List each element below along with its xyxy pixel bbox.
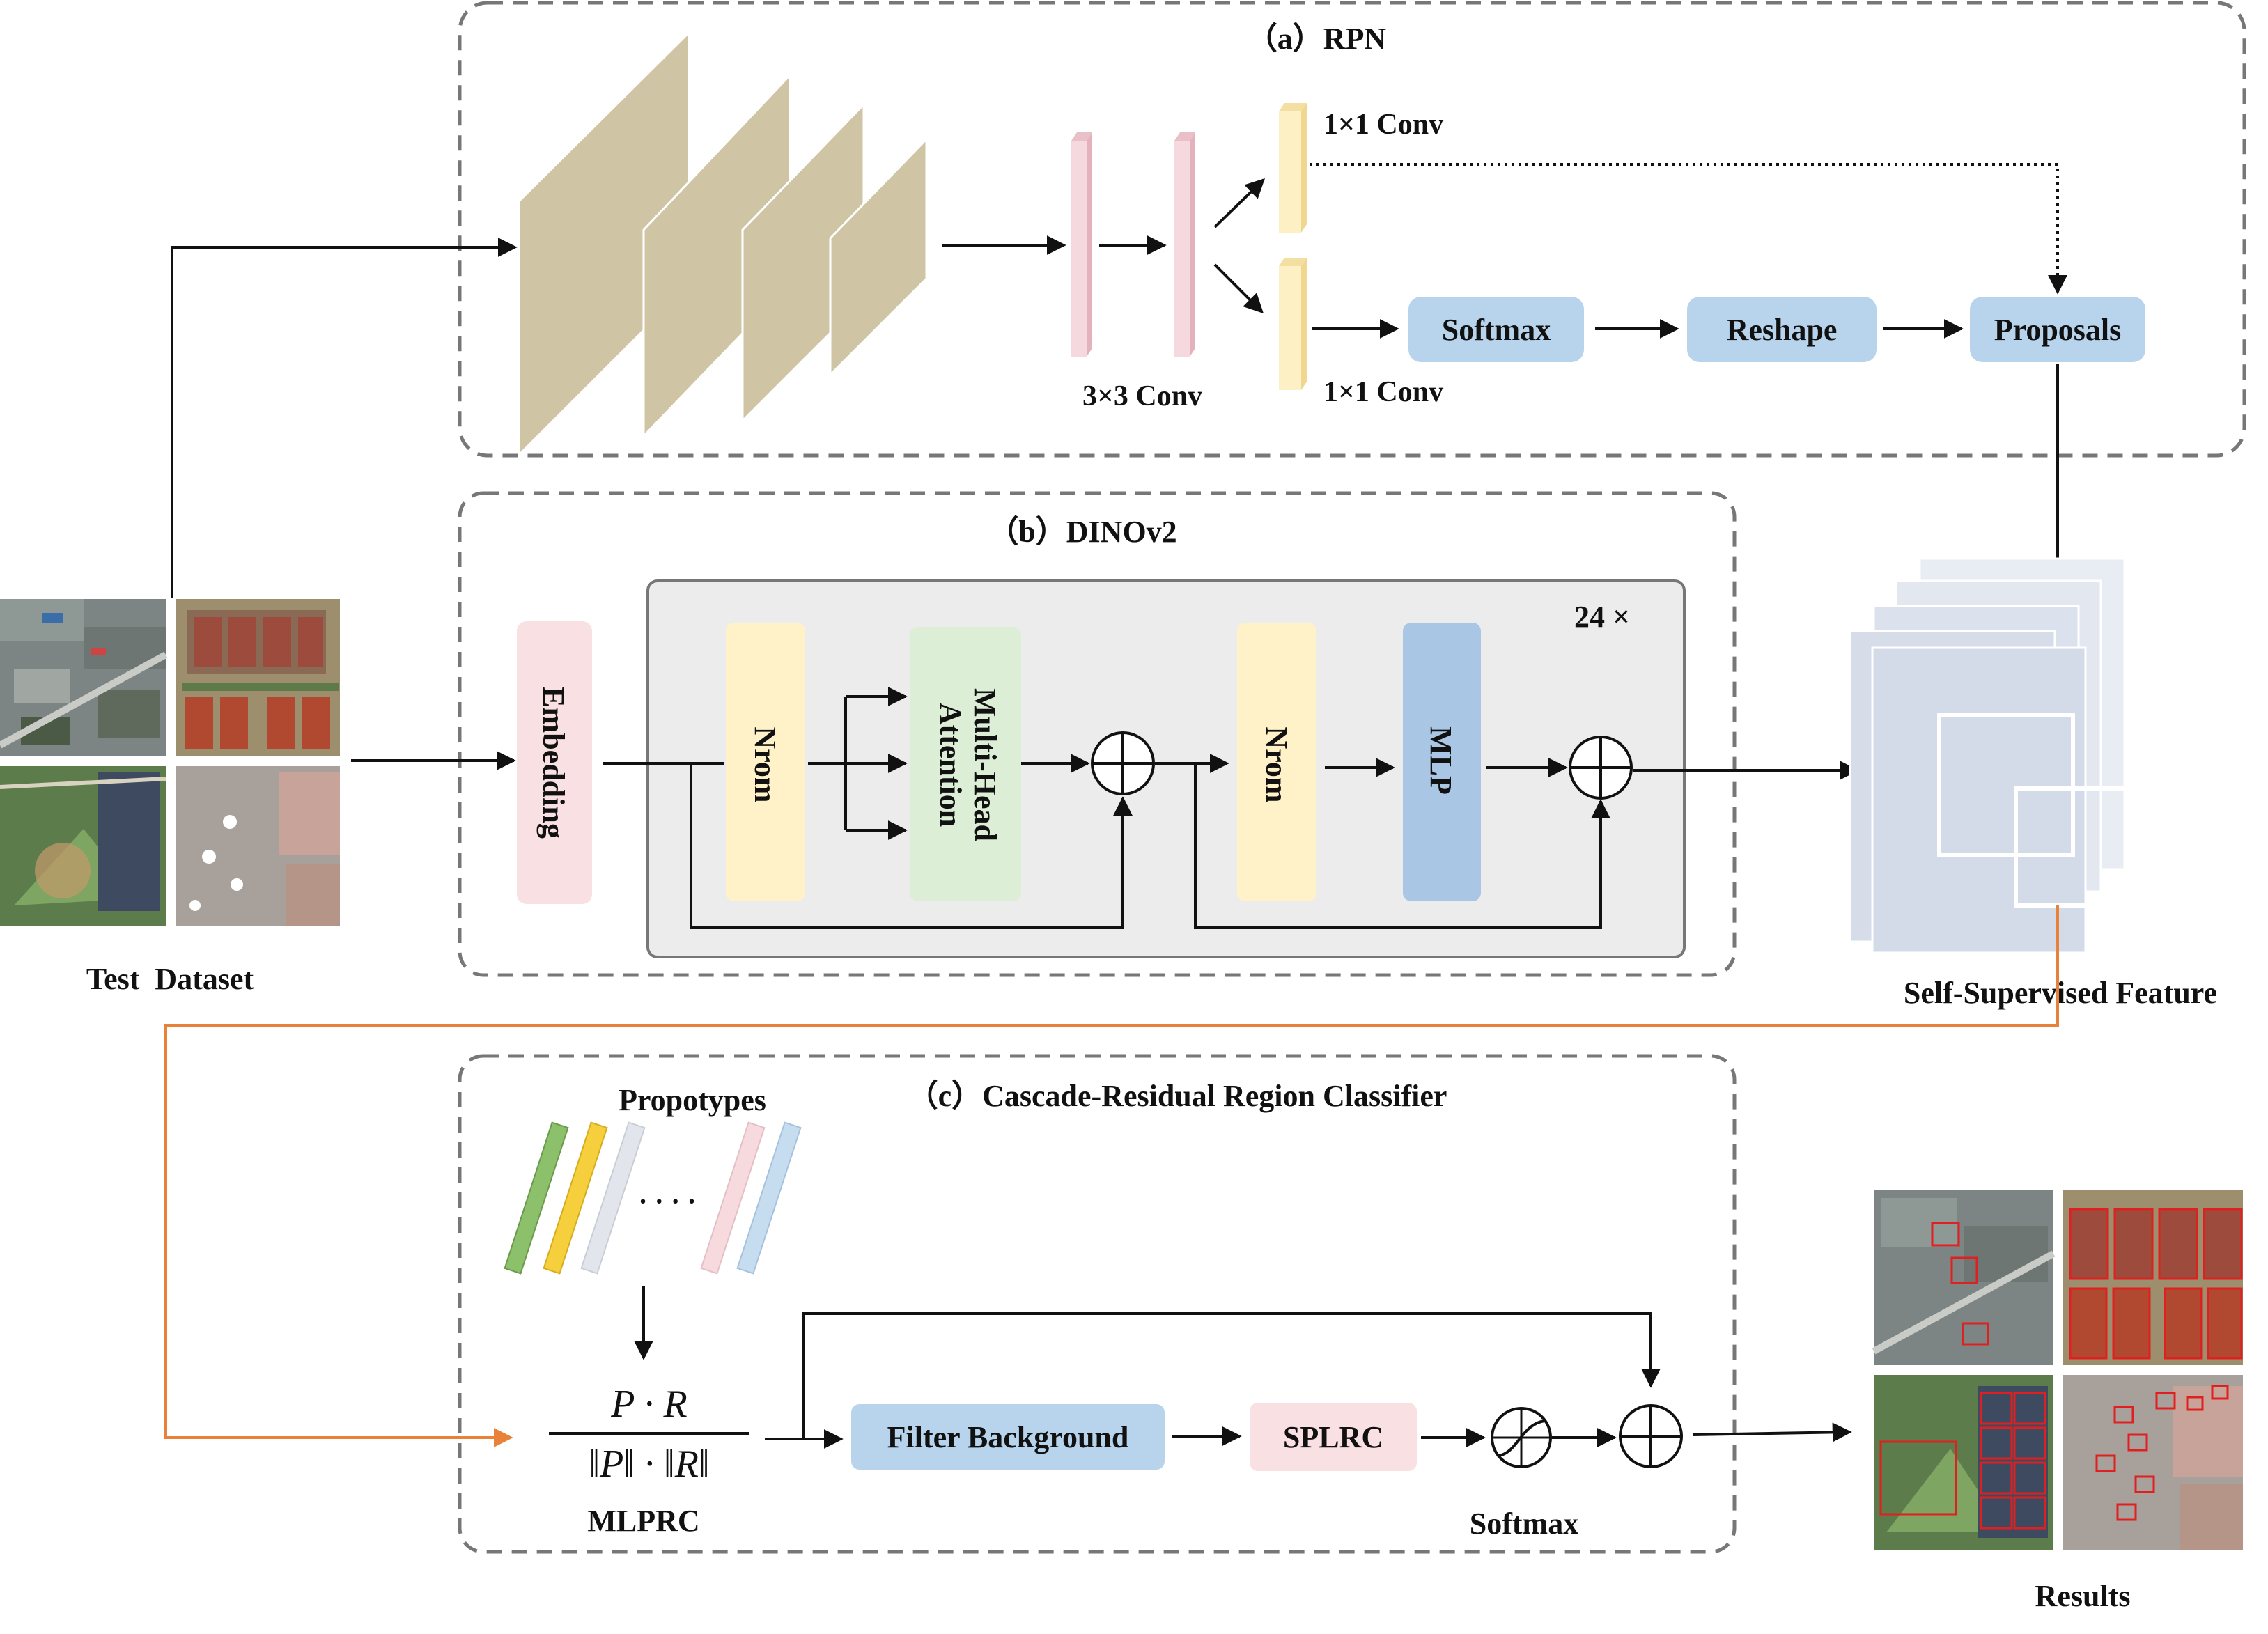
result-image-baseball xyxy=(1874,1375,2053,1550)
conv1x1-top-label: 1×1 Conv xyxy=(1323,109,1443,141)
mlprc-label: MLPRC xyxy=(587,1504,699,1538)
prototype-vector xyxy=(504,1121,569,1275)
conv1x1-bottom-layer xyxy=(1279,258,1307,390)
prototype-vector xyxy=(700,1121,766,1275)
circle-plus-icon xyxy=(1091,731,1155,795)
branch-down-arrow xyxy=(1213,263,1264,313)
self-supervised-feature-stack xyxy=(1849,557,2129,954)
attention-label-line1: Multi-Head xyxy=(968,688,1002,841)
formula-numerator: P · R xyxy=(610,1383,687,1426)
test-dataset-label: Test Dataset xyxy=(86,962,254,996)
rpn-reshape-label: Reshape xyxy=(1727,313,1838,347)
conv1x1-top-layer xyxy=(1279,103,1307,233)
conv1x1-bottom-label: 1×1 Conv xyxy=(1323,376,1443,408)
embedding-label: Embedding xyxy=(536,687,570,839)
test-image-courts xyxy=(176,599,340,756)
residual-2-arrow xyxy=(1194,763,1610,929)
circle-plus-icon xyxy=(1569,736,1633,800)
results-label: Results xyxy=(2035,1579,2131,1613)
circle-plus-icon xyxy=(1619,1404,1683,1468)
rpn-section-title: （a）RPN xyxy=(1247,22,1387,56)
result-image-airport xyxy=(2063,1375,2243,1550)
test-dataset-images xyxy=(0,599,340,926)
test-image-urban xyxy=(0,599,168,756)
mlp-label: MLP xyxy=(1424,726,1458,795)
rpn-proposals-label: Proposals xyxy=(1994,313,2122,347)
rpn-softmax-box xyxy=(1408,297,1584,362)
splrc-label: SPLRC xyxy=(1283,1420,1383,1454)
classifier-softmax-label: Softmax xyxy=(1470,1507,1578,1541)
regression-dotted-arrow xyxy=(1310,163,2067,295)
mlp-box xyxy=(1403,623,1481,901)
prototypes-label: Propotypes xyxy=(619,1083,766,1117)
rpn-softmax-label: Softmax xyxy=(1442,313,1551,347)
feature-map xyxy=(829,137,928,378)
feature-to-classifier-arrow xyxy=(164,905,2059,1447)
splrc-box xyxy=(1250,1403,1417,1471)
embedding-box xyxy=(517,621,592,904)
filter-background-box xyxy=(851,1404,1165,1470)
norm2-box xyxy=(1237,623,1316,901)
branch-up-arrow xyxy=(1213,178,1266,228)
sigmoid-circle-icon xyxy=(1491,1407,1552,1468)
results-images xyxy=(1872,1190,2243,1550)
classifier-to-results-arrow xyxy=(1692,1422,1852,1442)
test-image-baseball xyxy=(0,766,166,926)
prototypes-ellipsis: · · · · xyxy=(638,1185,696,1217)
input-to-rpn-arrow xyxy=(171,238,518,598)
rpn-reshape-box xyxy=(1687,297,1877,362)
rpn-section-frame xyxy=(458,1,2246,458)
attention-label-line2: Attention xyxy=(933,703,968,827)
norm2-label: Nrom xyxy=(1259,726,1294,802)
norm1-label: Nrom xyxy=(748,726,782,802)
proposal-region-box xyxy=(1937,713,2075,857)
rpn-proposals-box xyxy=(1970,297,2145,362)
conv3x3-layer xyxy=(1174,132,1195,357)
test-image-airport xyxy=(176,766,340,926)
dino-section-frame xyxy=(458,491,1737,977)
feature-map xyxy=(520,35,688,453)
attention-box xyxy=(910,627,1021,901)
classifier-residual-arrow xyxy=(802,1312,1661,1439)
prototype-vector xyxy=(736,1121,802,1275)
repeat-count-label: 24 × xyxy=(1574,600,1630,634)
prototype-vector xyxy=(580,1121,646,1275)
conv3x3-layer xyxy=(1071,132,1092,357)
self-supervised-feature-label: Self-Supervised Feature xyxy=(1904,976,2217,1010)
norm1-box xyxy=(726,623,805,901)
result-image-courts xyxy=(2063,1190,2243,1365)
conv3x3-label: 3×3 Conv xyxy=(1082,380,1202,412)
proposal-region-box xyxy=(2014,786,2129,908)
filter-background-label: Filter Background xyxy=(887,1420,1129,1454)
result-image-urban xyxy=(1872,1190,2056,1365)
classifier-section-title: （c）Cascade-Residual Region Classifier xyxy=(908,1079,1447,1113)
formula-denominator: ‖P‖ · ‖R‖ xyxy=(589,1442,709,1486)
prototype-vector xyxy=(543,1121,608,1275)
residual-1-arrow xyxy=(690,763,1133,929)
prototype-vectors xyxy=(504,1121,802,1275)
classifier-section-frame xyxy=(458,1054,1737,1554)
feature-map-stack xyxy=(520,35,928,453)
dino-section-title: （b）DINOv2 xyxy=(988,515,1176,549)
